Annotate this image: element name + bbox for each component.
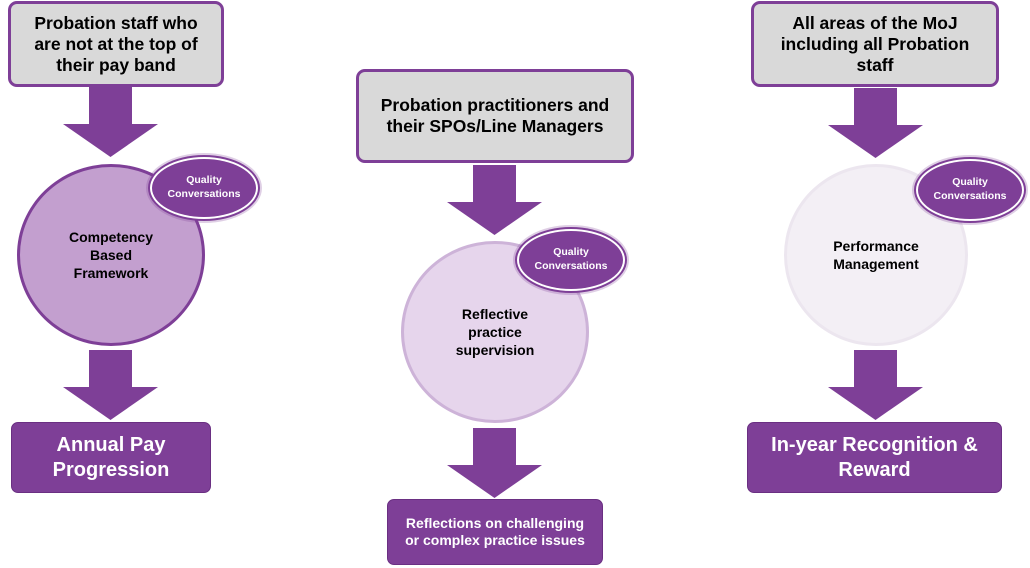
outcome-annual-pay-progression: Annual Pay Progression [11, 422, 211, 493]
top-box-all-areas-moj: All areas of the MoJ including all Proba… [751, 1, 999, 87]
down-arrow [447, 428, 542, 498]
badge-quality-conversations: Quality Conversations [152, 159, 256, 217]
top-box-probation-practitioners: Probation practitioners and their SPOs/L… [356, 69, 634, 163]
down-arrow [63, 87, 158, 157]
outcome-reflections: Reflections on challenging or complex pr… [387, 499, 603, 565]
top-box-probation-staff: Probation staff who are not at the top o… [8, 1, 224, 87]
badge-quality-conversations: Quality Conversations [918, 161, 1022, 219]
outcome-in-year-recognition-reward: In-year Recognition & Reward [747, 422, 1002, 493]
circle-reflective-practice-supervision: Reflective practice supervision [401, 241, 589, 423]
down-arrow [447, 165, 542, 235]
down-arrow [828, 350, 923, 420]
down-arrow [63, 350, 158, 420]
down-arrow [828, 88, 923, 158]
circle-performance-management: Performance Management [784, 164, 968, 346]
badge-quality-conversations: Quality Conversations [519, 231, 623, 289]
